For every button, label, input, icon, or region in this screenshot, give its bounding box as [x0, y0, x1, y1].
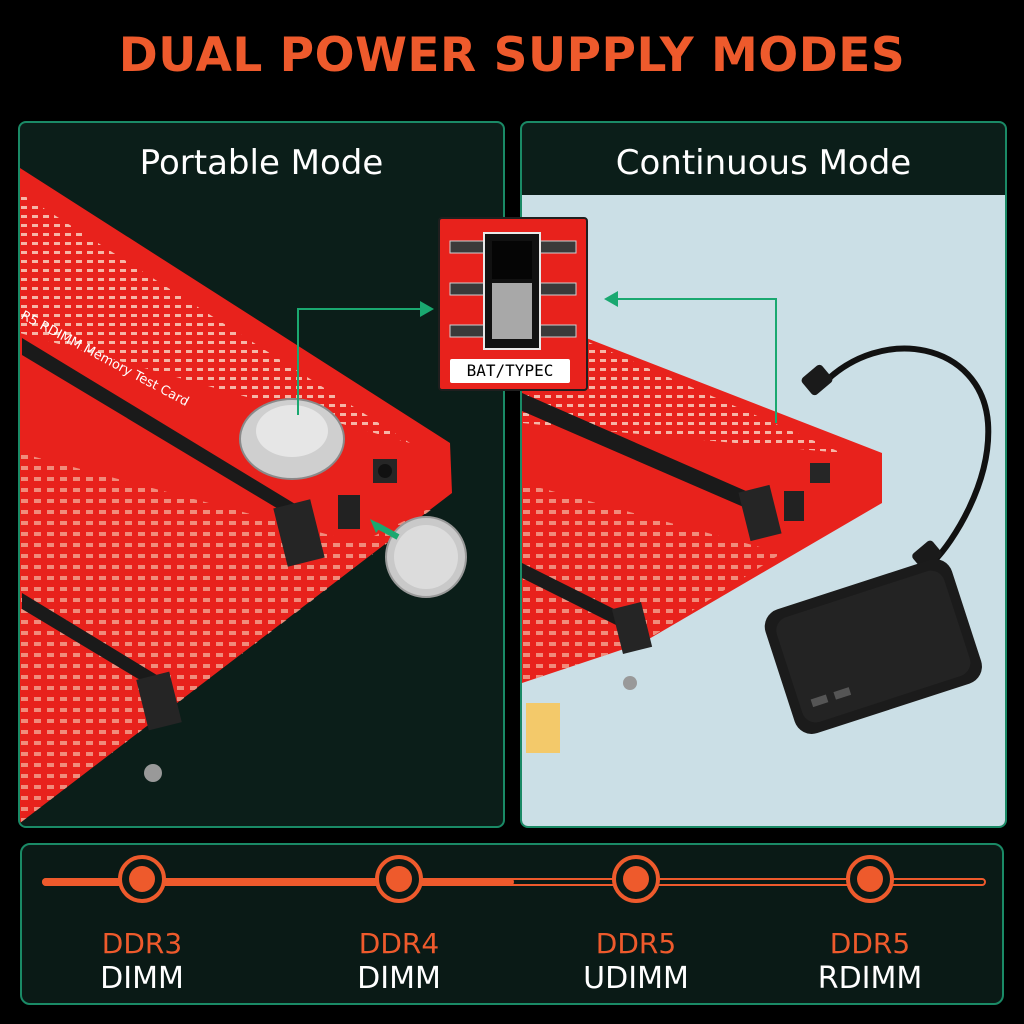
stage-memory-type: DDR5 [829, 927, 911, 960]
timeline-progress-fill [42, 878, 514, 886]
stage-module-form: DIMM [100, 961, 184, 996]
dimm-slot [522, 563, 622, 628]
usb-cable [819, 345, 992, 564]
continuous-board-illustration [522, 195, 1005, 826]
timeline-node [118, 855, 166, 903]
timeline-node [375, 855, 423, 903]
stage-module-form: UDIMM [583, 961, 689, 996]
stage-memory-type: DDR3 [101, 927, 183, 960]
slide-switch-diagram [449, 232, 577, 350]
portable-mode-title: Portable Mode [139, 143, 384, 183]
stage-module-form: DIMM [357, 961, 441, 996]
stage-module-form: RDIMM [817, 961, 923, 996]
dimm-slot [22, 593, 170, 698]
tact-switch [810, 463, 830, 483]
dimm-slot [522, 393, 762, 515]
power-bank [764, 559, 982, 734]
coin-cell-holder [239, 398, 345, 480]
stage-memory-type: DDR5 [595, 927, 677, 960]
slide-switch [338, 495, 360, 529]
usb-c-plug [801, 364, 833, 396]
continuous-mode-panel: Continuous Mode [520, 121, 1007, 828]
timeline-stage-ddr3-dimm: DDR3 DIMM [42, 855, 242, 997]
compatibility-timeline: DDR3 DIMM DDR4 DIMM DDR5 UDIMM DDR5 RDIM… [20, 843, 1004, 1005]
dimm-slot [22, 338, 310, 528]
stage-memory-type: DDR4 [358, 927, 440, 960]
timeline-stage-ddr4-dimm: DDR4 DIMM [299, 855, 499, 997]
timeline-stage-ddr5-udimm: DDR5 UDIMM [536, 855, 736, 997]
timeline-stage-ddr5-rdimm: DDR5 RDIMM [770, 855, 970, 997]
portable-board-illustration: R5 RDIMM Memory Test Card [20, 168, 467, 823]
page-title: DUAL POWER SUPPLY MODES [118, 28, 906, 83]
connector [526, 703, 560, 753]
continuous-mode-title: Continuous Mode [615, 143, 912, 183]
timeline-node [612, 855, 660, 903]
timeline-node [846, 855, 894, 903]
slide-switch [784, 491, 804, 521]
switch-label: BAT/TYPEC [450, 359, 570, 383]
switch-callout: BAT/TYPEC [438, 217, 588, 391]
portable-mode-panel: R5 RDIMM Memory Test Card Portable Mode [18, 121, 505, 828]
